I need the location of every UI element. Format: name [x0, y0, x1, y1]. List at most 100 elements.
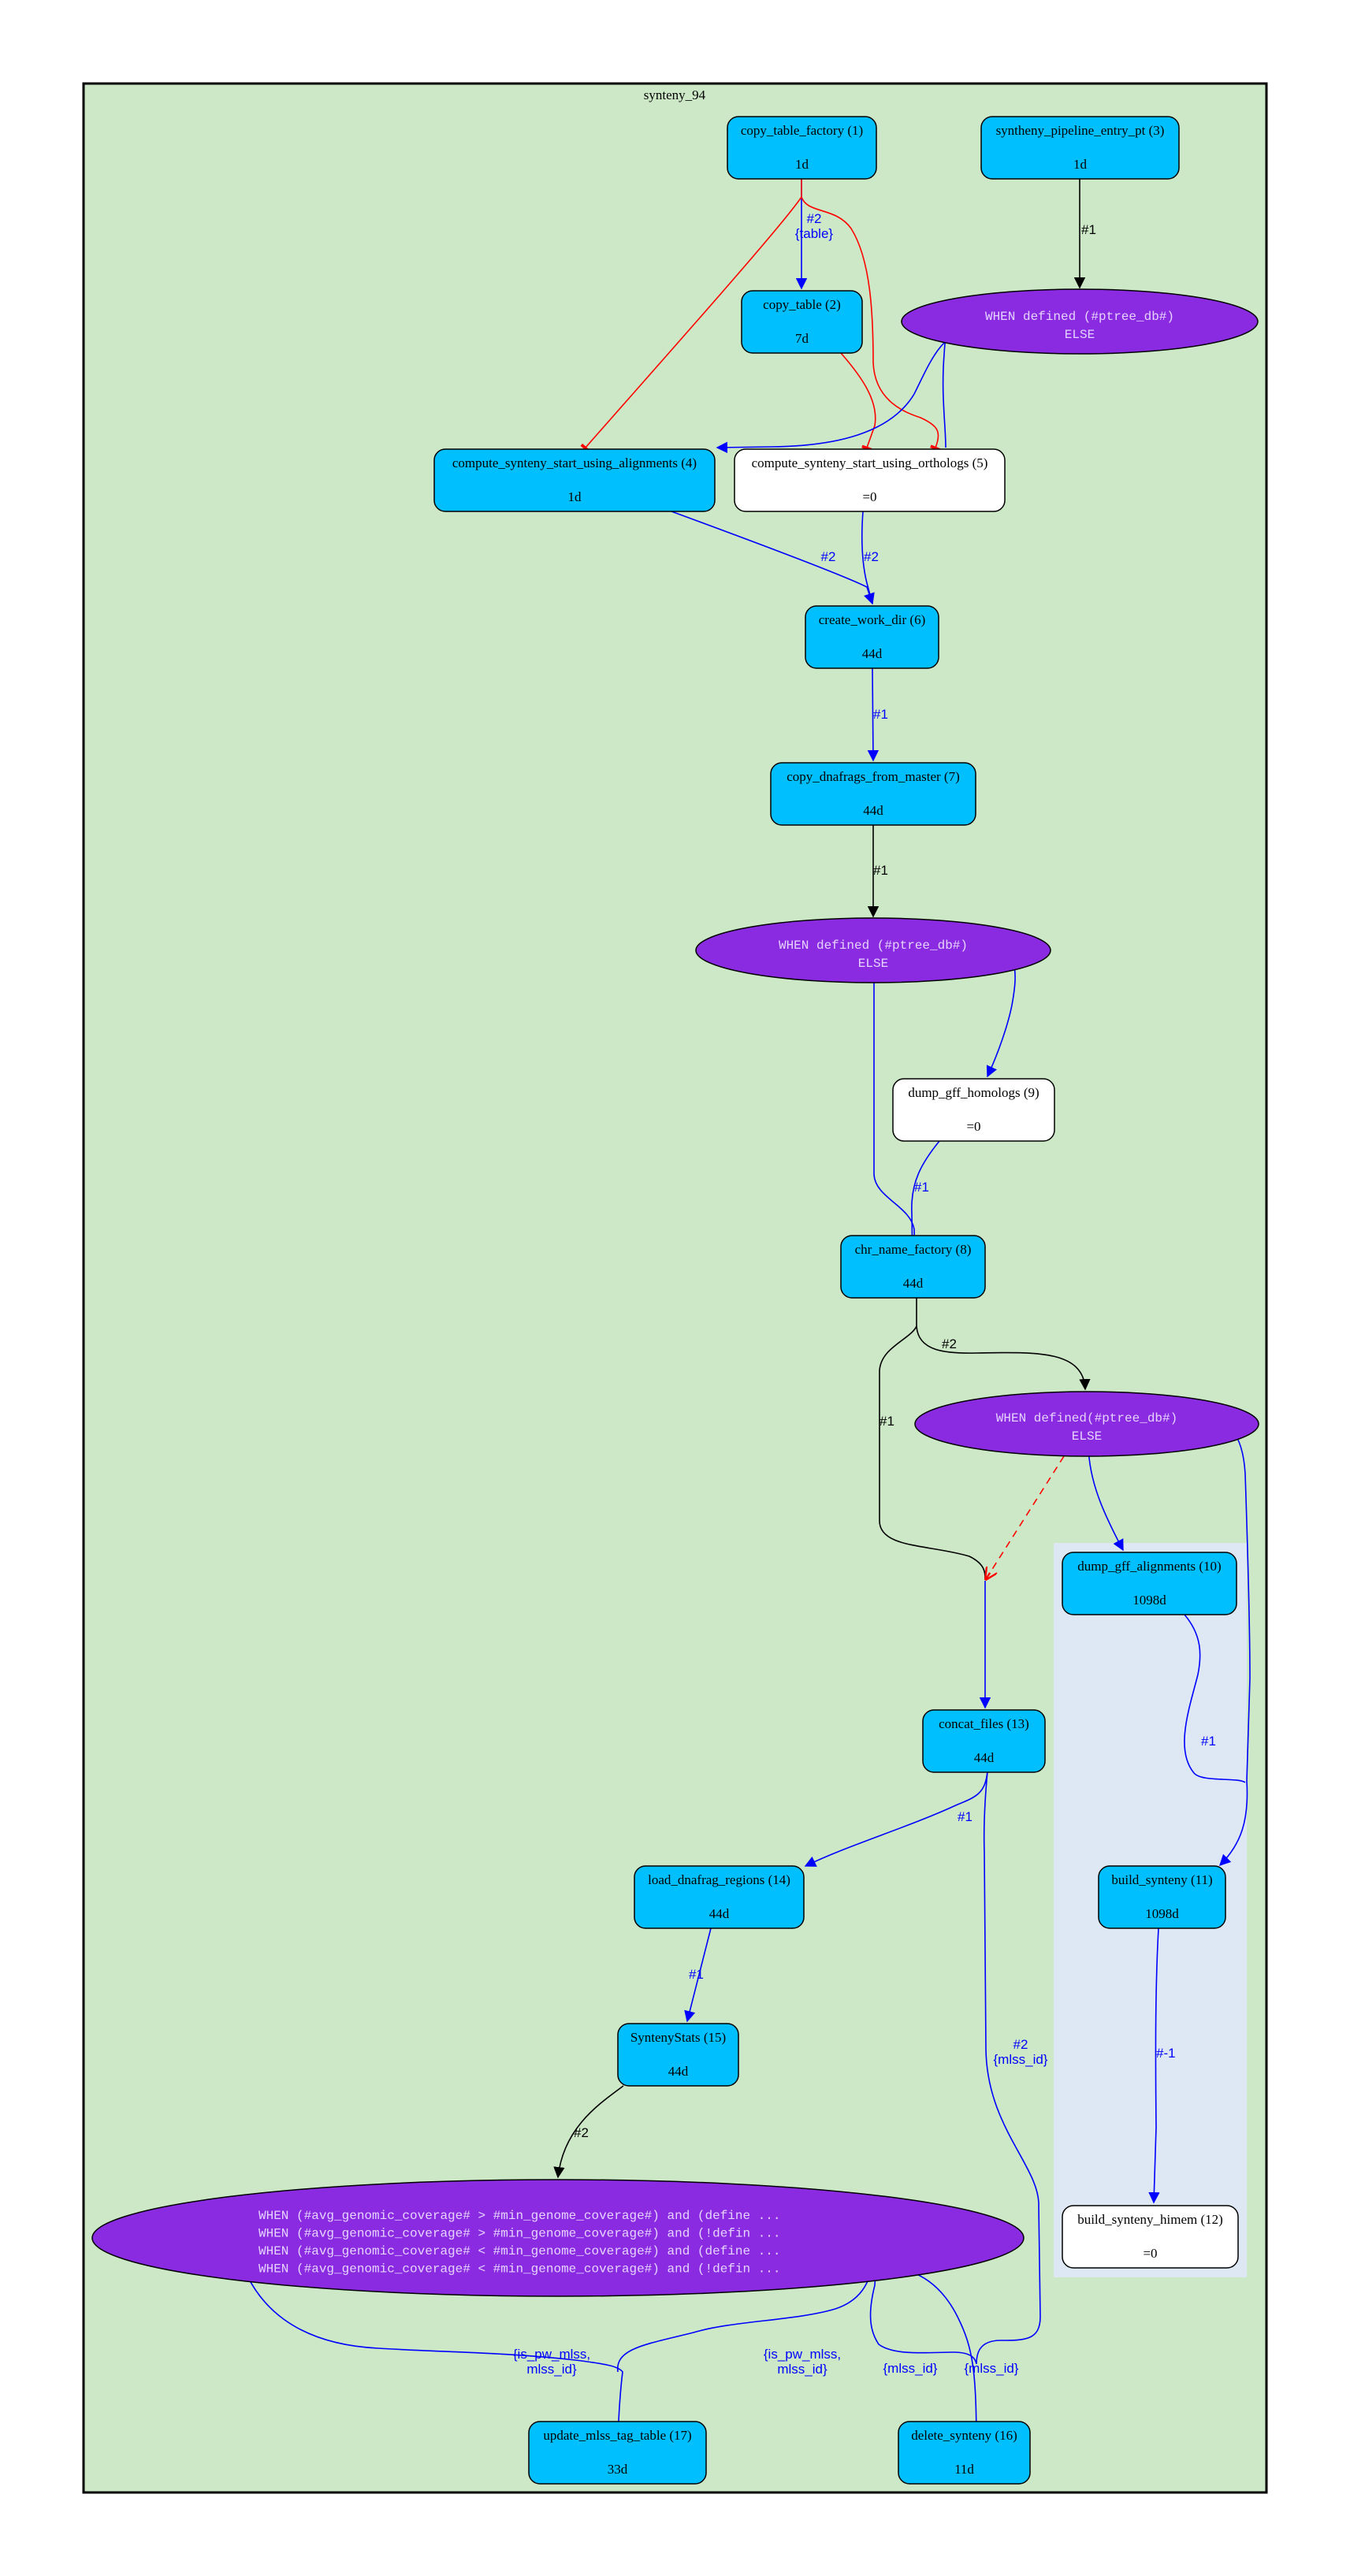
edge-label: {table} — [795, 226, 834, 241]
node-title: copy_table (2) — [763, 297, 841, 312]
analysis-node[interactable]: build_synteny (11) 1098d — [1098, 1865, 1226, 1929]
node-status: 44d — [668, 2064, 689, 2079]
edge-15-c4 — [553, 2085, 624, 2179]
node-box — [528, 2421, 707, 2485]
edge-label: #1 — [873, 707, 888, 722]
edge-label: #1 — [958, 1809, 973, 1824]
node-box — [770, 762, 976, 826]
condition-line: WHEN (#avg_genomic_coverage# > #min_geno… — [258, 2227, 781, 2241]
condition-ellipse — [914, 1391, 1259, 1457]
edge-13-14 — [804, 1771, 988, 1867]
condition-line: WHEN defined (#ptree_db#) — [779, 939, 968, 953]
node-status: 1d — [568, 489, 582, 504]
node-title: dump_gff_alignments (10) — [1077, 1559, 1221, 1574]
node-status: 44d — [974, 1750, 995, 1765]
node-status: 44d — [862, 646, 883, 661]
node-status: 1098d — [1145, 1906, 1179, 1921]
analysis-node[interactable]: delete_synteny (16) 11d — [898, 2421, 1031, 2485]
node-title: syntheny_pipeline_entry_pt (3) — [996, 123, 1165, 138]
edge-label: #2 — [864, 549, 879, 564]
node-box — [727, 116, 877, 180]
condition-line: ELSE — [1072, 1429, 1102, 1444]
analysis-node[interactable]: load_dnafrag_regions (14)44d — [634, 1865, 805, 1929]
edge-13-16 — [976, 1771, 1041, 2365]
analysis-node[interactable]: build_synteny_himem (12) =0 — [1062, 2205, 1239, 2269]
node-status: 1098d — [1132, 1593, 1166, 1608]
condition-line: WHEN defined(#ptree_db#) — [996, 1411, 1177, 1426]
node-title: build_synteny_himem (12) — [1077, 2212, 1223, 2227]
node-status: 44d — [863, 803, 883, 818]
analysis-node[interactable]: syntheny_pipeline_entry_pt (3) 1d — [980, 116, 1180, 180]
node-box — [1062, 2205, 1239, 2269]
node-status: 33d — [608, 2462, 628, 2477]
node-status: 7d — [795, 331, 809, 346]
analysis-node[interactable]: dump_gff_homologs (9)=0 — [892, 1078, 1055, 1142]
analysis-node[interactable]: compute_synteny_start_using_orthologs (5… — [734, 448, 1006, 512]
condition-line: ELSE — [858, 957, 888, 971]
condition-node[interactable]: WHEN defined (#ptree_db#)ELSE — [901, 288, 1259, 355]
analysis-node[interactable]: dump_gff_alignments (10) 1098d — [1062, 1552, 1237, 1615]
edge-10-11 — [1184, 1614, 1246, 1783]
analysis-node[interactable]: concat_files (13) 44d — [922, 1709, 1046, 1773]
node-box — [922, 1709, 1046, 1773]
edge-label: #1 — [880, 1414, 894, 1429]
edge-label: {mlss_id} — [965, 2361, 1019, 2376]
edge-labels: #2{table}#1#2#2#1#1#1#2#1#1#1#2{mlss_id}… — [513, 211, 1216, 2377]
node-box — [617, 2023, 739, 2087]
edge-8-13 — [879, 1325, 986, 1581]
analysis-node[interactable]: copy_table_factory (1)1d — [727, 116, 877, 180]
edge-label: {mlss_id} — [883, 2361, 938, 2376]
edge-11-12 — [1148, 1927, 1160, 2204]
edge-2-5-semaphore — [840, 352, 876, 452]
node-box — [805, 605, 939, 669]
node-box — [840, 1235, 986, 1299]
condition-line: WHEN (#avg_genomic_coverage# < #min_geno… — [258, 2262, 781, 2277]
analysis-node[interactable]: copy_table (2) 7d — [741, 290, 863, 354]
node-box — [980, 116, 1180, 180]
node-status: 44d — [903, 1276, 924, 1291]
analysis-node[interactable]: update_mlss_tag_table (17)33d — [528, 2421, 707, 2485]
node-title: chr_name_factory (8) — [855, 1242, 972, 1257]
condition-ellipse — [91, 2179, 1025, 2297]
node-box — [898, 2421, 1031, 2485]
edge-1-4-semaphore — [580, 179, 802, 453]
analysis-node[interactable]: chr_name_factory (8) 44d — [840, 1235, 986, 1299]
graph-title: synteny_94 — [644, 87, 706, 102]
node-title: load_dnafrag_regions (14) — [648, 1872, 790, 1887]
node-box — [1098, 1865, 1226, 1929]
analysis-node[interactable]: compute_synteny_start_using_alignments (… — [433, 448, 716, 512]
node-title: delete_synteny (16) — [911, 2428, 1017, 2443]
analysis-node[interactable]: create_work_dir (6)44d — [805, 605, 939, 669]
node-status: =0 — [1143, 2246, 1157, 2261]
edge-label: {is_pw_mlss, — [764, 2347, 841, 2362]
node-box — [634, 1865, 805, 1929]
node-title: concat_files (13) — [939, 1716, 1029, 1731]
node-box — [433, 448, 716, 512]
node-box — [1062, 1552, 1237, 1615]
edge-label: #-1 — [1156, 2046, 1176, 2061]
node-title: build_synteny (11) — [1111, 1872, 1212, 1887]
node-status: 11d — [954, 2462, 974, 2477]
edge-1-5-semaphore — [801, 196, 941, 452]
edge-label: #2 — [942, 1336, 957, 1351]
node-status: =0 — [862, 489, 876, 504]
edge-label: #2 — [807, 211, 822, 226]
node-title: copy_table_factory (1) — [741, 123, 863, 138]
condition-node[interactable]: WHEN defined(#ptree_db#) ELSE — [914, 1391, 1259, 1457]
node-status: =0 — [966, 1119, 980, 1134]
condition-node[interactable]: WHEN defined (#ptree_db#) ELSE — [695, 917, 1051, 983]
analysis-node[interactable]: SyntenyStats (15) 44d — [617, 2023, 739, 2087]
edge-label: {is_pw_mlss, — [513, 2347, 590, 2362]
edge-label: mlss_id} — [777, 2362, 827, 2377]
condition-ellipse — [901, 288, 1259, 355]
edge-6-7 — [867, 667, 880, 762]
node-title: SyntenyStats (15) — [630, 2030, 726, 2045]
edge-label: mlss_id} — [526, 2362, 577, 2377]
analysis-node[interactable]: copy_dnafrags_from_master (7)44d — [770, 762, 976, 826]
edge-label: #1 — [914, 1180, 929, 1195]
edge-label: #2 — [574, 2125, 589, 2140]
condition-node[interactable]: WHEN (#avg_genomic_coverage# > #min_geno… — [91, 2179, 1025, 2297]
node-title: compute_synteny_start_using_orthologs (5… — [752, 455, 988, 470]
node-status: 1d — [1073, 157, 1088, 172]
